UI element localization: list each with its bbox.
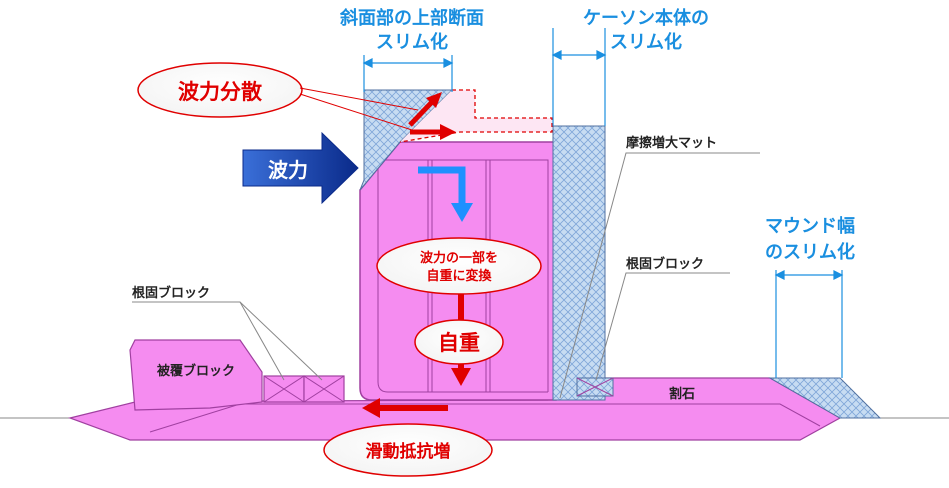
wave-force-label: 波力 (268, 158, 308, 182)
wave-force-arrow (242, 131, 359, 205)
wave-dispersion-label: 波力分散 (178, 80, 262, 104)
foot-block-right-leader (595, 272, 730, 381)
mound-label-line1: マウンド幅 (765, 215, 855, 237)
self-weight-callout (414, 319, 504, 365)
dimension-caisson (551, 28, 607, 126)
sliding-arrow (362, 398, 448, 418)
armor-block-label: 被覆ブロック (156, 363, 235, 379)
armor-block (129, 339, 263, 411)
foot-block-left-leader (132, 301, 323, 381)
slope-top-label-line2: スリム化 (376, 31, 448, 53)
convert-label-line2: 自重に変換 (426, 268, 492, 284)
slope-section (359, 89, 454, 191)
sliding-callout (323, 423, 493, 477)
mound-inner-line (149, 403, 821, 433)
wave-dispersion-callout (137, 62, 419, 131)
convert-label-line1: 波力の一部を (420, 250, 498, 266)
mound-label-line2: のスリム化 (765, 241, 855, 263)
dimension-mound (774, 270, 844, 378)
sliding-label: 滑動抵抗増 (366, 441, 451, 462)
friction-mat-leader (559, 152, 760, 399)
slope-top-label-line1: 斜面部の上部断面 (339, 7, 484, 29)
foot-block-right-label: 根固ブロック (626, 256, 704, 272)
red-arrow-diagonal (408, 92, 442, 127)
self-weight-label: 自重 (438, 331, 480, 355)
rubble-label: 割石 (669, 386, 695, 402)
rear-wall (552, 125, 606, 401)
dimension-slope-top (362, 55, 454, 92)
foot-block-left-label: 根固ブロック (132, 285, 210, 301)
red-arrow-horizontal (410, 124, 456, 140)
caisson-label-line1: ケーソン本体の (583, 7, 709, 29)
mound-slope-right (768, 377, 882, 419)
blue-down-arrow (418, 166, 473, 222)
caisson-label-line2: スリム化 (610, 31, 682, 53)
friction-mat-label: 摩擦増大マット (626, 135, 717, 151)
removed-section-outline (399, 89, 553, 143)
convert-callout (376, 237, 542, 295)
